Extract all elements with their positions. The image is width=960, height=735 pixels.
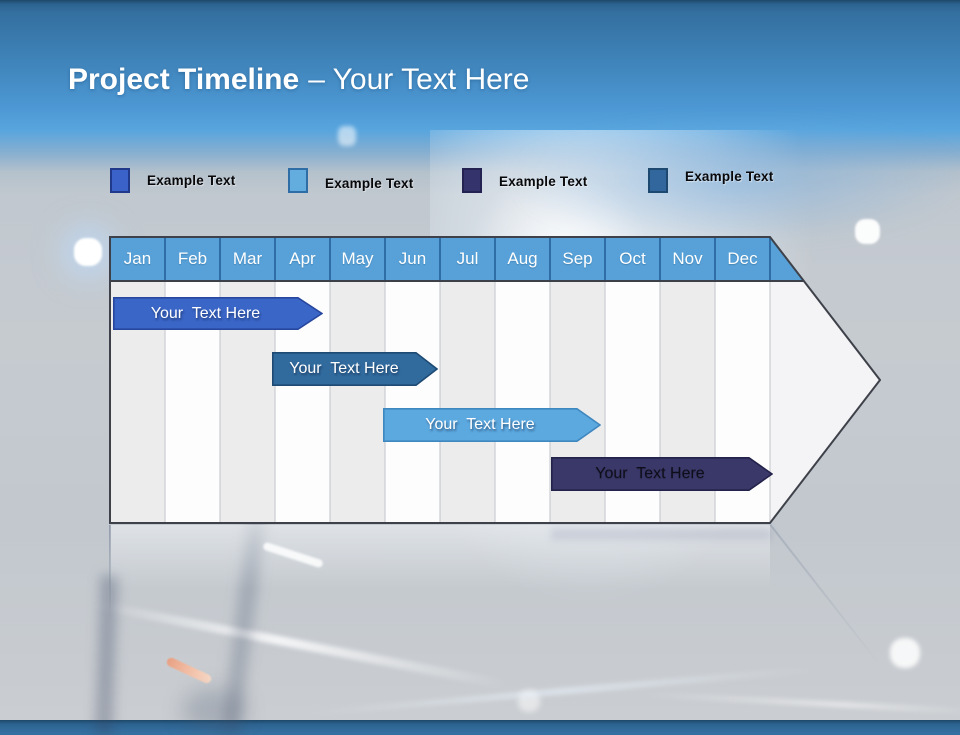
legend-label: Example Text <box>147 173 236 188</box>
silhouette-shape <box>95 574 118 735</box>
bar-arrow-shape <box>113 297 323 330</box>
legend-swatch <box>110 168 130 193</box>
legend-swatch <box>648 168 668 193</box>
month-cell: Jun <box>398 249 427 268</box>
table-reflection <box>110 525 770 589</box>
light-streak <box>300 665 820 718</box>
month-cell: Mar <box>232 249 263 268</box>
legend-swatch <box>288 168 308 193</box>
legend-label: Example Text <box>499 174 588 189</box>
bar-arrow-shape <box>383 408 601 442</box>
body-gridlines <box>164 281 771 523</box>
month-cell: Feb <box>177 249 208 268</box>
bar-label: Your Text Here <box>595 465 705 482</box>
title-bold: Project Timeline <box>68 63 300 96</box>
legend-item: Example Text <box>110 168 235 193</box>
legend-item: Example Text <box>288 168 413 193</box>
bokeh-light <box>890 638 920 668</box>
light-streak <box>92 600 508 689</box>
reflection-left-edge <box>109 525 111 620</box>
timeline-bar-3: Your Text Here <box>383 408 601 442</box>
bokeh-light <box>338 126 356 146</box>
timeline-bar-4: Your Text Here <box>551 457 773 491</box>
timeline-bar-2: Your Text Here <box>272 352 438 386</box>
month-cell: Jul <box>456 249 479 268</box>
month-cell: Aug <box>507 249 538 268</box>
legend-label: Example Text <box>325 176 414 191</box>
bokeh-light <box>74 238 102 266</box>
timeline-bar-1: Your Text Here <box>113 297 323 330</box>
header-dividers <box>164 237 771 281</box>
arrow-outline <box>109 236 881 524</box>
month-cell: Sep <box>562 249 593 268</box>
month-header-band <box>110 237 804 281</box>
bar-arrow-shape <box>551 457 773 491</box>
month-cell: Nov <box>672 249 703 268</box>
month-cell: Jan <box>123 249 152 268</box>
bar-label: Your Text Here <box>289 360 399 377</box>
month-cell: Apr <box>289 249 316 268</box>
title-light: – Your Text Here <box>308 63 530 96</box>
bokeh-light <box>855 219 880 244</box>
month-cell: Oct <box>619 249 646 268</box>
legend-swatch <box>462 168 482 193</box>
month-cell: Dec <box>727 249 758 268</box>
bar-label: Your Text Here <box>425 416 535 433</box>
slide-title: Project Timeline– Your Text Here <box>68 60 529 100</box>
bokeh-light <box>518 690 540 712</box>
silhouette-shape <box>182 688 246 732</box>
month-cell: May <box>341 249 374 268</box>
month-header-row: Jan Feb Mar Apr May Jun Jul Aug Sep Oct … <box>110 237 770 281</box>
blue-haze <box>520 120 960 240</box>
light-streak <box>640 691 960 715</box>
legend-item: Example Text <box>462 168 587 193</box>
orange-light-streak <box>165 656 213 685</box>
legend-item: Example Text <box>648 168 773 193</box>
legend-label: Example Text <box>685 169 774 184</box>
reflection-bar-smudge <box>551 528 771 540</box>
bar-label: Your Text Here <box>150 304 261 322</box>
bar-arrow-shape <box>272 352 438 386</box>
